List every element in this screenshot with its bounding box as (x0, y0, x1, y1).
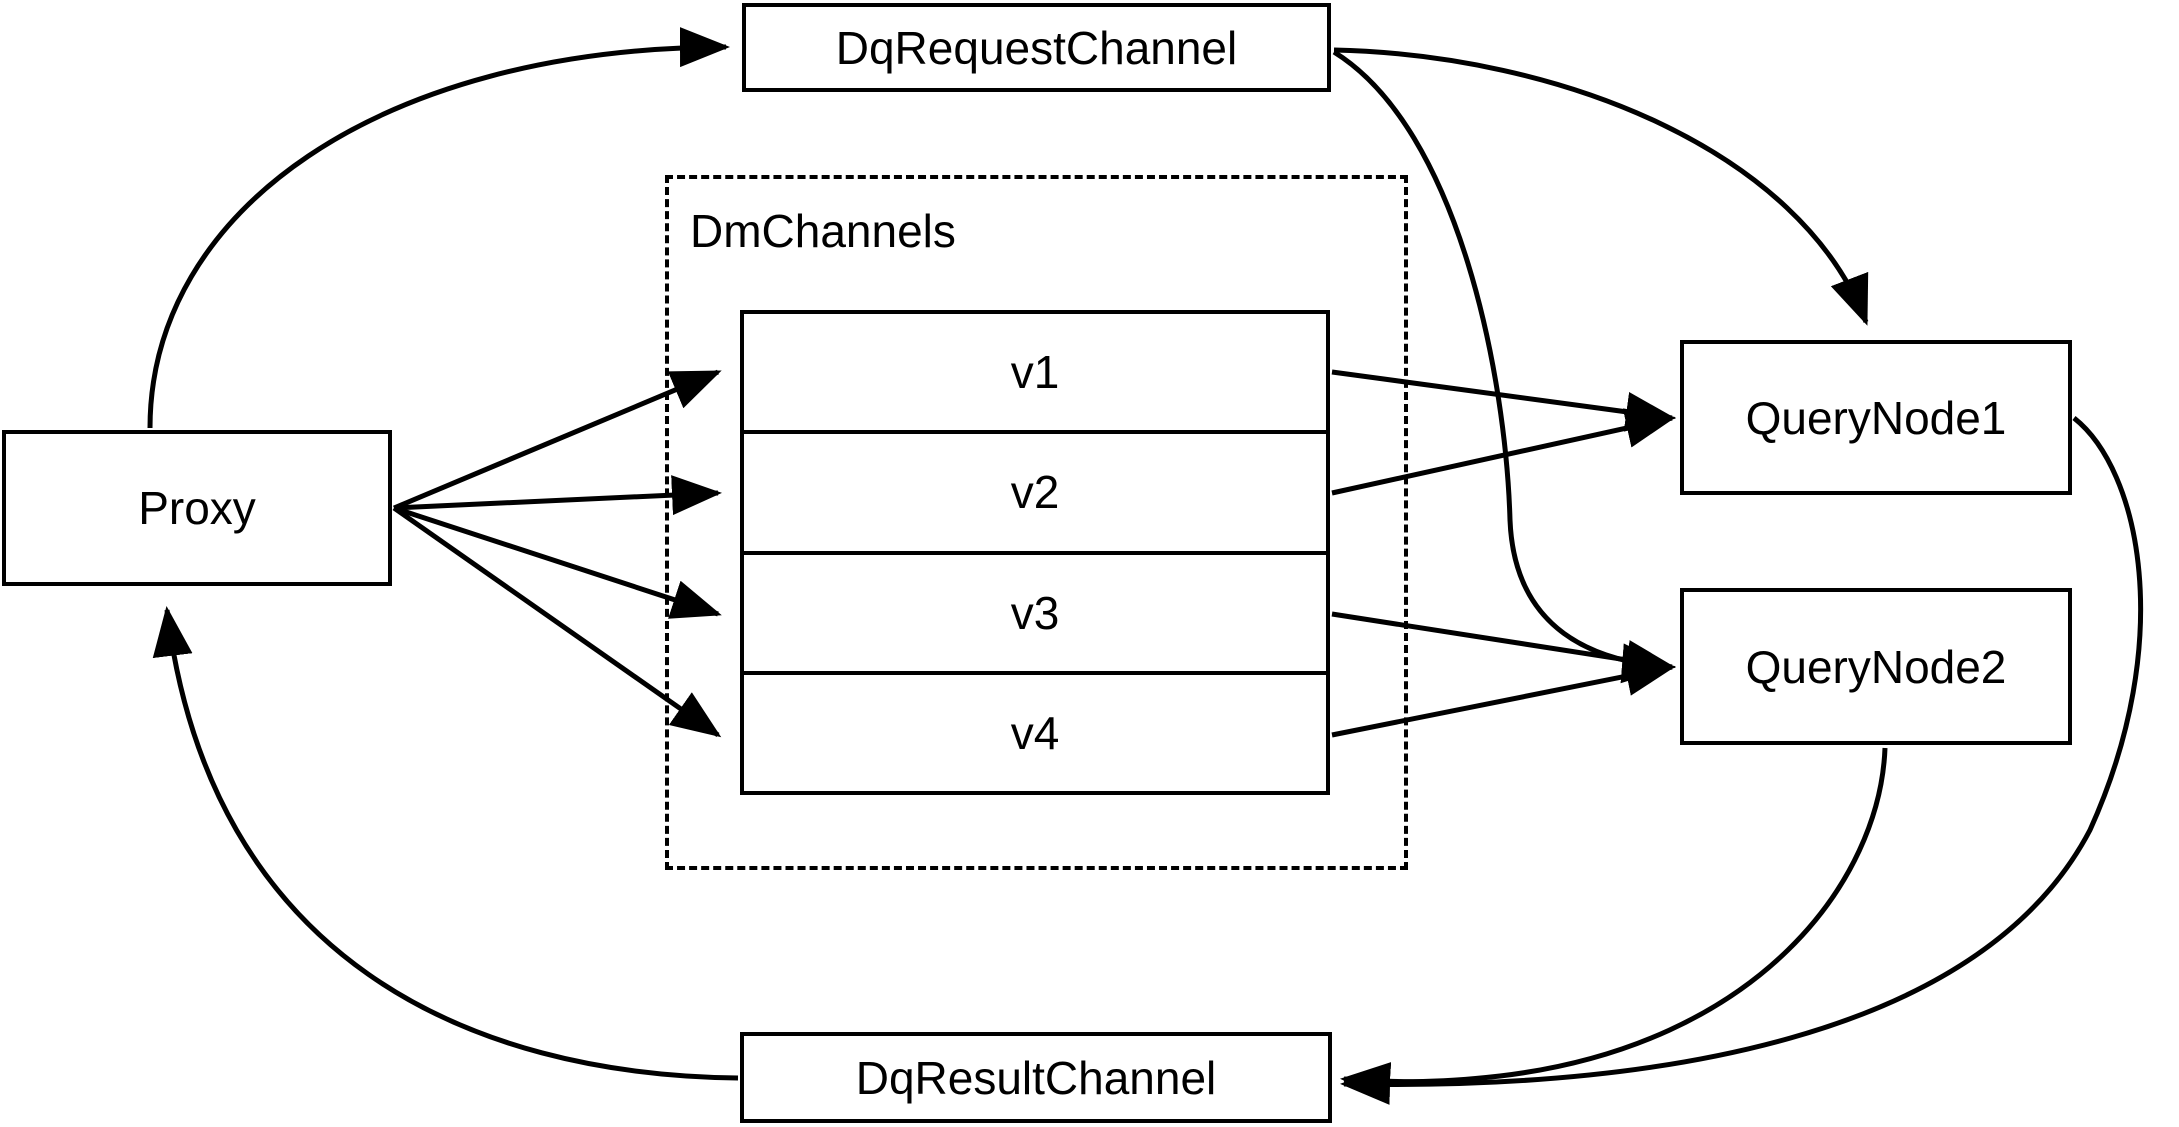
node-query-node-2[interactable]: QueryNode2 (1680, 588, 2072, 745)
edge-dqrequestchannel-to-querynode1 (1333, 47, 1869, 326)
dmchannels-channel-table: v1 v2 v3 v4 (740, 310, 1330, 795)
channel-row-label: v1 (1010, 346, 1060, 399)
channel-row-v4[interactable]: v4 (744, 674, 1326, 791)
channel-row-v3[interactable]: v3 (744, 554, 1326, 675)
node-query-node-1-label: QueryNode1 (1745, 391, 2007, 444)
channel-row-label: v2 (1010, 466, 1060, 519)
channel-row-v1[interactable]: v1 (744, 314, 1326, 435)
dmchannels-group-label: DmChannels (690, 205, 956, 257)
node-query-node-2-label: QueryNode2 (1745, 640, 2007, 693)
node-proxy-label: Proxy (138, 482, 256, 534)
channel-row-v2[interactable]: v2 (744, 434, 1326, 555)
node-query-node-1[interactable]: QueryNode1 (1680, 340, 2072, 495)
edge-querynode2-to-dqresultchannel (1340, 747, 1888, 1102)
edge-querynode1-to-dqresultchannel (1340, 416, 2144, 1105)
node-dq-request-channel-label: DqRequestChannel (835, 21, 1238, 74)
edge-dqresultchannel-to-proxy (152, 606, 739, 1081)
node-proxy[interactable]: Proxy (2, 430, 392, 586)
node-dq-result-channel[interactable]: DqResultChannel (740, 1032, 1332, 1123)
node-dq-result-channel-label: DqResultChannel (855, 1051, 1217, 1104)
node-dq-request-channel[interactable]: DqRequestChannel (742, 3, 1331, 92)
channel-row-label: v4 (1010, 706, 1060, 759)
channel-row-label: v3 (1010, 586, 1060, 639)
edge-proxy-to-dqrequestchannel (147, 27, 730, 429)
